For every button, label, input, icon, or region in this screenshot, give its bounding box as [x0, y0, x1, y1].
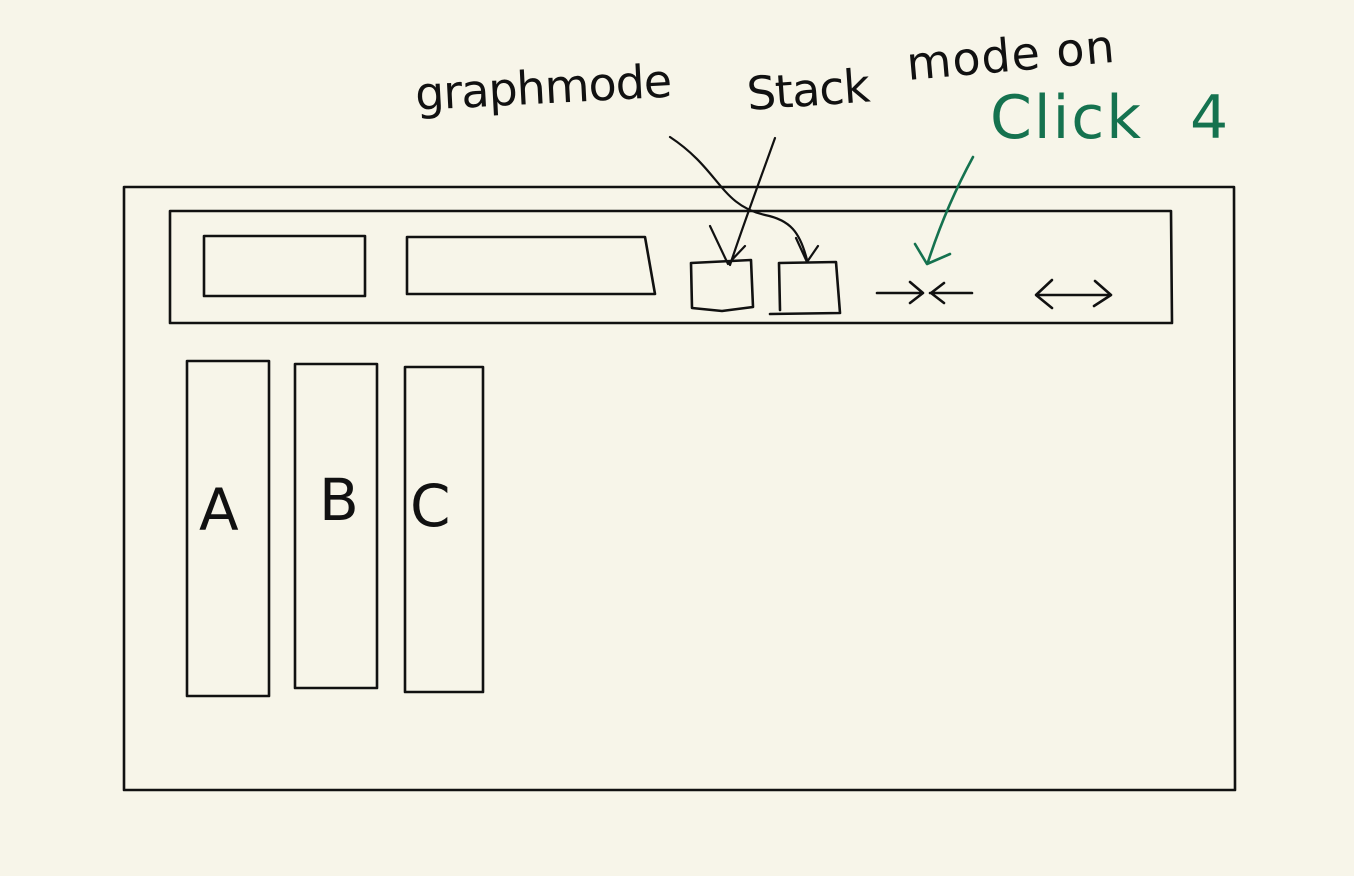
toolbar-search-field[interactable]: [405, 235, 657, 296]
column-b[interactable]: [293, 362, 379, 690]
stack-mode-annotation-line1: Stack: [745, 58, 872, 120]
stack-mode-annotation-line2: mode on: [904, 19, 1117, 91]
graph-mode-button[interactable]: [689, 258, 755, 313]
stack-mode-pointer: [708, 136, 777, 267]
graph-mode-pointer: [668, 135, 820, 264]
click-pointer: [913, 155, 975, 266]
collapse-icon[interactable]: [875, 280, 974, 305]
stack-mode-button[interactable]: [768, 260, 842, 316]
toolbar-field-1[interactable]: [202, 234, 367, 298]
toolbar: [168, 209, 1174, 325]
column-a[interactable]: [185, 359, 271, 698]
graph-mode-annotation: graphmode: [414, 54, 673, 121]
click-annotation: Click: [990, 83, 1143, 153]
column-c[interactable]: [403, 365, 485, 694]
expand-icon[interactable]: [1034, 278, 1113, 310]
click-annotation-suffix: 4: [1190, 83, 1228, 153]
column-a-label: A: [199, 476, 239, 544]
window-frame: [122, 185, 1237, 792]
column-b-label: B: [319, 466, 359, 534]
column-c-label: C: [410, 472, 451, 540]
